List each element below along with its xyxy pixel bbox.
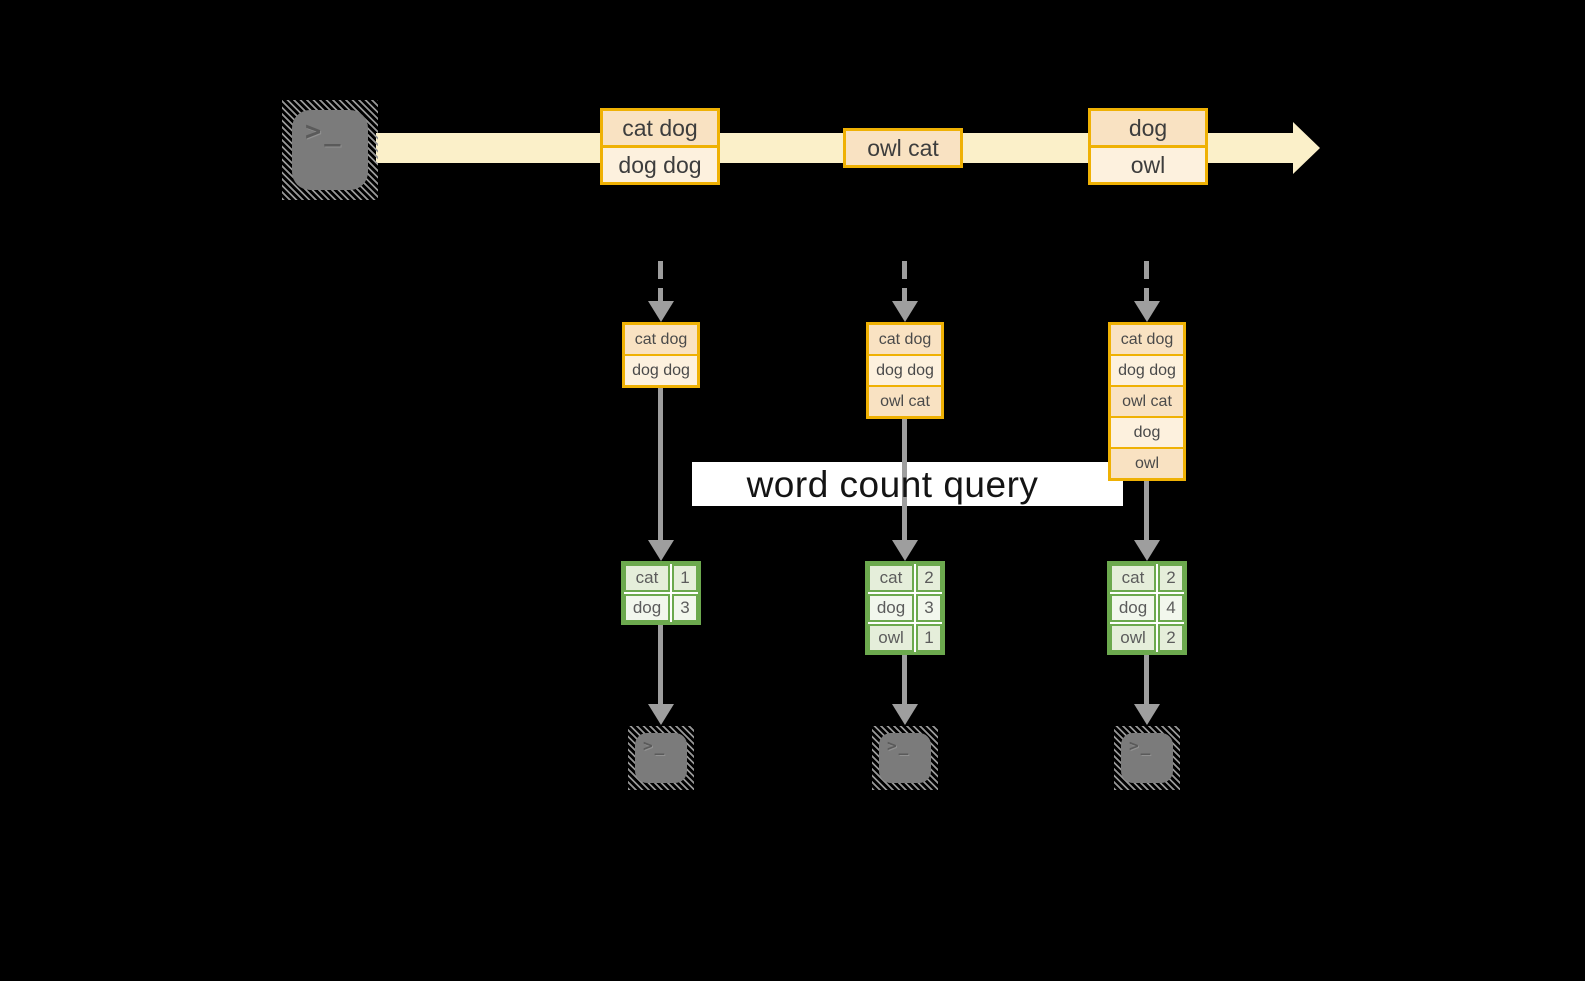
- arrowhead-icon: [1134, 540, 1160, 561]
- right-arrow-icon: [1293, 122, 1320, 174]
- word-cell: cat: [1110, 564, 1156, 592]
- dashed-down-arrow-icon: [1144, 261, 1149, 301]
- batch-record: cat dog: [603, 111, 717, 145]
- input-record: dog dog: [1111, 354, 1183, 385]
- count-cell: 2: [1158, 624, 1184, 652]
- count-cell: 4: [1158, 594, 1184, 622]
- batch-record: owl cat: [846, 131, 960, 165]
- arrowhead-icon: [1134, 704, 1160, 725]
- down-arrow-icon: [902, 655, 907, 705]
- arrowhead-icon: [892, 301, 918, 322]
- input-record: dog: [1111, 416, 1183, 447]
- terminal-prompt-icon: >_: [643, 736, 667, 755]
- terminal-prompt-icon: >_: [887, 736, 911, 755]
- input-stack-2: cat dog dog dog owl cat: [866, 322, 944, 419]
- count-cell: 1: [916, 624, 942, 652]
- input-record: dog dog: [625, 354, 697, 385]
- input-record: cat dog: [1111, 325, 1183, 354]
- sink-terminal-icon: >_: [872, 726, 938, 790]
- batch-box-2: owl cat: [843, 128, 963, 168]
- wordcount-table-2: cat 2 dog 3 owl 1: [865, 561, 945, 655]
- input-record: owl cat: [869, 385, 941, 416]
- word-cell: cat: [868, 564, 914, 592]
- terminal-screen: >_: [292, 110, 368, 190]
- arrowhead-icon: [648, 301, 674, 322]
- query-label: word count query: [746, 464, 1039, 505]
- down-arrow-icon: [902, 419, 907, 541]
- down-arrow-icon: [1144, 481, 1149, 541]
- sink-terminal-icon: >_: [1114, 726, 1180, 790]
- dashed-down-arrow-icon: [902, 261, 907, 301]
- arrowhead-icon: [892, 704, 918, 725]
- terminal-screen: >_: [879, 733, 931, 783]
- batch-box-3: dog owl: [1088, 108, 1208, 185]
- wordcount-table-1: cat 1 dog 3: [621, 561, 701, 625]
- word-cell: owl: [1110, 624, 1156, 652]
- input-record: owl: [1111, 447, 1183, 478]
- input-record: dog dog: [869, 354, 941, 385]
- count-cell: 3: [672, 594, 698, 622]
- terminal-screen: >_: [1121, 733, 1173, 783]
- batch-record: dog dog: [603, 145, 717, 182]
- count-cell: 2: [1158, 564, 1184, 592]
- arrowhead-icon: [648, 704, 674, 725]
- down-arrow-icon: [1144, 655, 1149, 705]
- batch-record: dog: [1091, 111, 1205, 145]
- input-record: owl cat: [1111, 385, 1183, 416]
- down-arrow-icon: [658, 388, 663, 541]
- down-arrow-icon: [658, 625, 663, 705]
- terminal-prompt-icon: >_: [1129, 736, 1153, 755]
- arrowhead-icon: [648, 540, 674, 561]
- terminal-screen: >_: [635, 733, 687, 783]
- count-cell: 2: [916, 564, 942, 592]
- word-cell: dog: [868, 594, 914, 622]
- input-record: cat dog: [625, 325, 697, 354]
- word-cell: dog: [1110, 594, 1156, 622]
- word-cell: dog: [624, 594, 670, 622]
- word-cell: cat: [624, 564, 670, 592]
- batch-box-1: cat dog dog dog: [600, 108, 720, 185]
- arrowhead-icon: [1134, 301, 1160, 322]
- count-cell: 3: [916, 594, 942, 622]
- terminal-prompt-icon: >_: [305, 116, 344, 147]
- sink-terminal-icon: >_: [628, 726, 694, 790]
- word-cell: owl: [868, 624, 914, 652]
- batch-record: owl: [1091, 145, 1205, 182]
- query-label-band: [692, 462, 1123, 506]
- arrowhead-icon: [892, 540, 918, 561]
- input-stack-3: cat dog dog dog owl cat dog owl: [1108, 322, 1186, 481]
- dashed-down-arrow-icon: [658, 261, 663, 301]
- input-record: cat dog: [869, 325, 941, 354]
- source-terminal-icon: >_: [282, 100, 378, 200]
- input-stack-1: cat dog dog dog: [622, 322, 700, 388]
- wordcount-table-3: cat 2 dog 4 owl 2: [1107, 561, 1187, 655]
- count-cell: 1: [672, 564, 698, 592]
